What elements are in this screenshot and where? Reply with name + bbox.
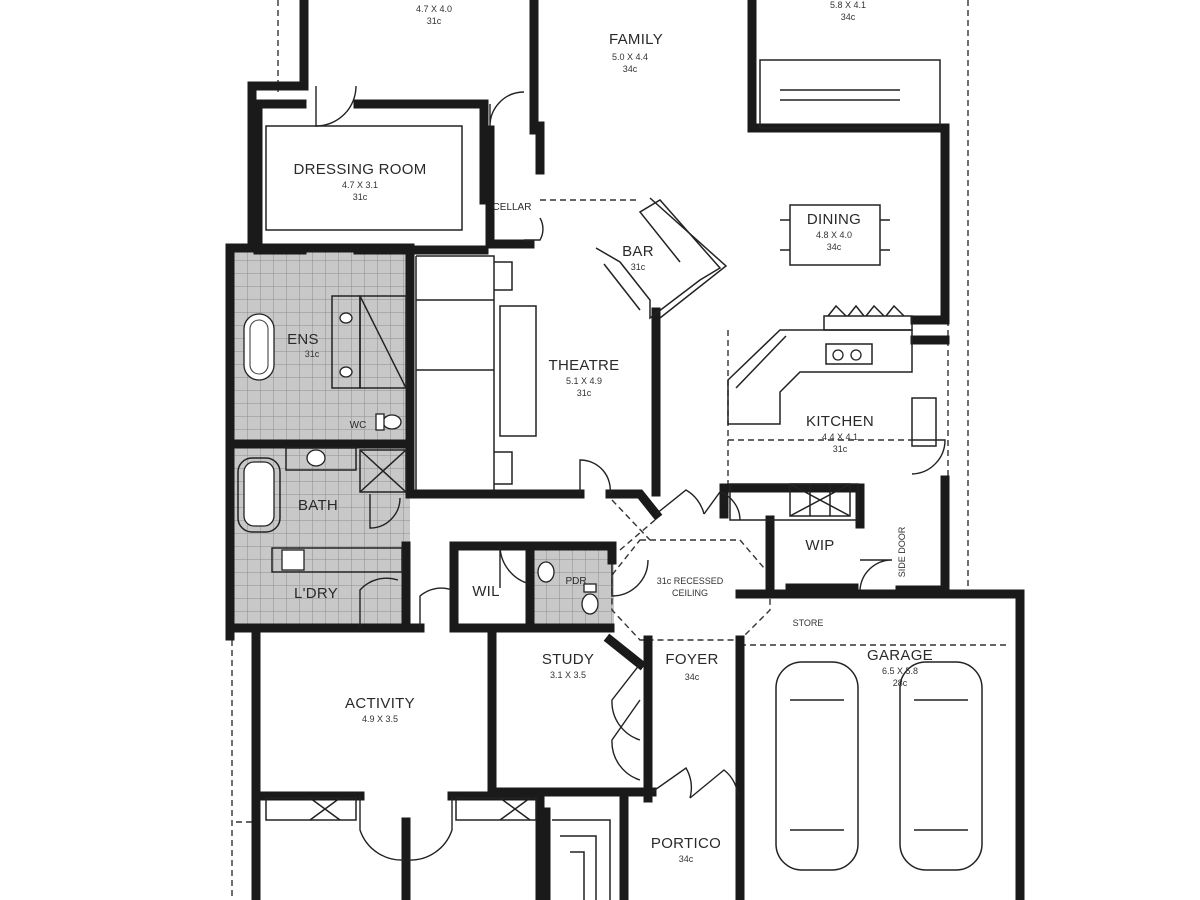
wil-label: WIL — [472, 583, 500, 600]
kitchen-size: 4.4 X 4.1 — [822, 432, 858, 442]
theatre-ceiling: 31c — [577, 388, 592, 398]
store-label: STORE — [793, 618, 824, 628]
top-right-ceiling: 34c — [841, 12, 856, 22]
garage-ceiling: 28c — [893, 678, 908, 688]
top-right-size: 5.8 X 4.1 — [830, 0, 866, 10]
garage-label: GARAGE — [867, 647, 933, 664]
family-label: FAMILY — [609, 31, 663, 48]
foyer-ceiling: 34c — [685, 672, 700, 682]
basin-icon — [306, 449, 326, 467]
dressing-room-size: 4.7 X 3.1 — [342, 180, 378, 190]
exterior-walls — [225, 0, 1025, 900]
theatre-label: THEATRE — [549, 357, 620, 374]
wc-label: WC — [350, 420, 367, 431]
recessed-ceiling-line1: 31c RECESSED — [657, 576, 724, 586]
ldry-label: L'DRY — [294, 585, 338, 602]
bar-label: BAR — [622, 243, 654, 260]
dining-ceiling: 34c — [827, 242, 842, 252]
portico-label: PORTICO — [651, 835, 721, 852]
toilet-icon — [382, 414, 402, 430]
dining-label: DINING — [807, 211, 861, 228]
fixtures — [243, 304, 905, 615]
activity-label: ACTIVITY — [345, 695, 415, 712]
ens-label: ENS — [287, 331, 319, 348]
room-labels: 4.7 X 4.0 31c 5.8 X 4.1 34c FAMILY 5.0 X… — [287, 0, 933, 864]
study-size: 3.1 X 3.5 — [550, 670, 586, 680]
cellar-label: CELLAR — [493, 202, 532, 213]
dressing-room-label: DRESSING ROOM — [293, 161, 426, 178]
activity-size: 4.9 X 3.5 — [362, 714, 398, 724]
interior-lines — [237, 59, 983, 900]
kitchen-ceiling: 31c — [833, 444, 848, 454]
family-size: 5.0 X 4.4 — [612, 52, 648, 62]
pdr-label: PDR — [565, 576, 586, 587]
freestanding-bath-icon — [243, 313, 275, 381]
top-bedroom-size: 4.7 X 4.0 — [416, 4, 452, 14]
kitchen-label: KITCHEN — [806, 413, 874, 430]
bath-label: BATH — [298, 497, 338, 514]
dressing-room-ceiling: 31c — [353, 192, 368, 202]
study-label: STUDY — [542, 651, 594, 668]
family-ceiling: 34c — [623, 64, 638, 74]
pdr-toilet-icon — [537, 561, 555, 583]
portico-ceiling: 34c — [679, 854, 694, 864]
top-bedroom-ceiling: 31c — [427, 16, 442, 26]
theatre-size: 5.1 X 4.9 — [566, 376, 602, 386]
recessed-ceiling-line2: CEILING — [672, 588, 708, 598]
wip-label: WIP — [805, 537, 834, 554]
wet-area-tiles — [232, 252, 614, 628]
side-door-label: SIDE DOOR — [897, 526, 907, 577]
dining-size: 4.8 X 4.0 — [816, 230, 852, 240]
bar-ceiling: 31c — [631, 262, 646, 272]
garage-size: 6.5 X 5.8 — [882, 666, 918, 676]
foyer-label: FOYER — [665, 651, 718, 668]
ens-ceiling: 31c — [305, 349, 320, 359]
door-swings — [315, 85, 946, 861]
